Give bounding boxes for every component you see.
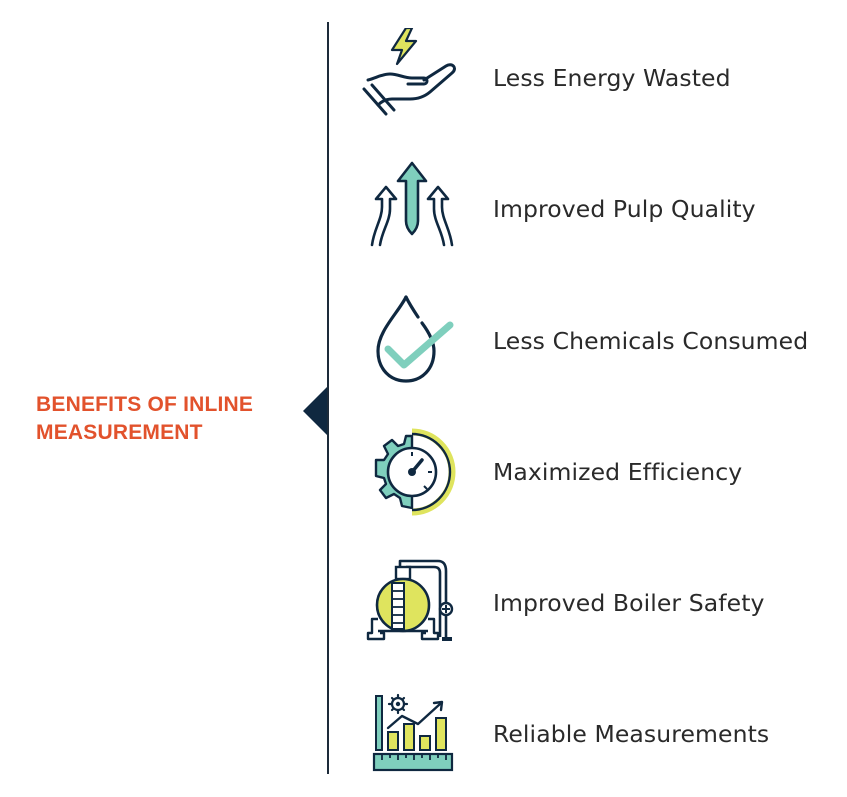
benefit-label: Improved Boiler Safety (493, 589, 765, 617)
heading-line-1: BENEFITS OF INLINE (36, 393, 254, 416)
vertical-divider (327, 22, 329, 774)
gear-gauge-icon (362, 422, 462, 522)
benefit-label: Improved Pulp Quality (493, 195, 756, 223)
pointer-triangle (303, 385, 329, 437)
drop-check-icon (362, 291, 462, 391)
benefits-heading: BENEFITS OF INLINE MEASUREMENT (36, 391, 296, 447)
energy-hand-icon (362, 28, 462, 128)
upward-arrows-icon (362, 159, 462, 259)
benefit-label: Less Energy Wasted (493, 64, 731, 92)
benefit-label: Reliable Measurements (493, 720, 770, 748)
benefit-label: Less Chemicals Consumed (493, 327, 809, 355)
heading-line-2: MEASUREMENT (36, 421, 203, 444)
benefit-item-efficiency: Maximized Efficiency (362, 422, 842, 532)
benefit-item-energy: Less Energy Wasted (362, 28, 842, 138)
benefit-item-measurements: Reliable Measurements (362, 684, 842, 794)
benefit-label: Maximized Efficiency (493, 458, 743, 486)
benefit-item-chemicals: Less Chemicals Consumed (362, 291, 842, 401)
benefit-item-pulp-quality: Improved Pulp Quality (362, 159, 842, 269)
benefit-item-boiler: Improved Boiler Safety (362, 553, 842, 663)
boiler-tank-icon (362, 553, 462, 653)
bar-chart-ruler-icon (362, 684, 462, 784)
